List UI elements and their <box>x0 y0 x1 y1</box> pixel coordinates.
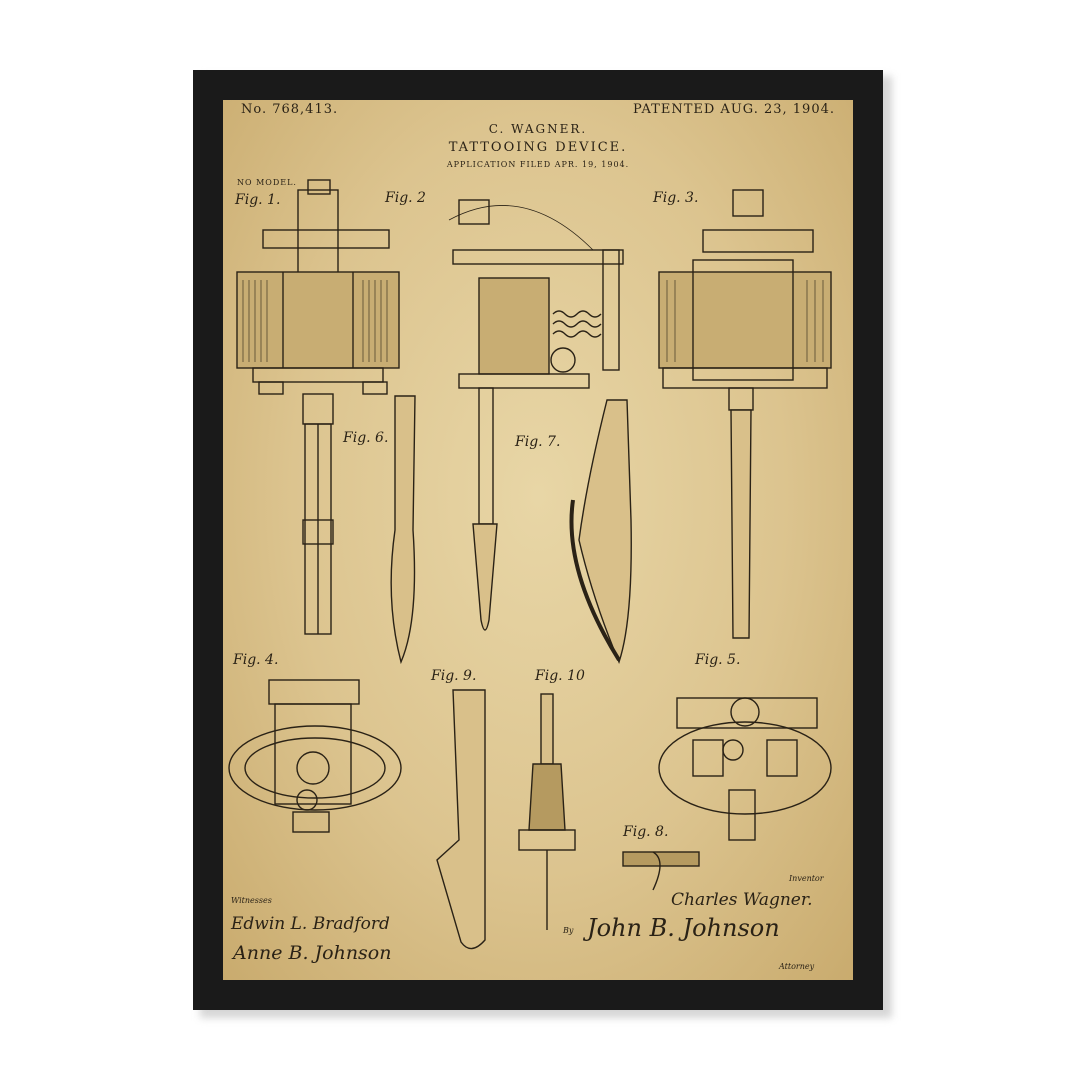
fig-2-drawing <box>448 199 624 631</box>
fig-2-label: Fig. 2 <box>385 190 426 206</box>
fig-1-label: Fig. 1. <box>235 192 281 208</box>
patented-date: PATENTED AUG. 23, 1904. <box>632 102 835 117</box>
fig-5-drawing <box>658 697 832 841</box>
fig-8-drawing <box>622 851 700 891</box>
attorney-label: Attorney <box>779 962 815 971</box>
fig-6-label: Fig. 6. <box>343 430 389 446</box>
witness-signature-1: Edwin L. Bradford <box>231 914 390 934</box>
fig-9-label: Fig. 9. <box>431 668 477 684</box>
filing-date: APPLICATION FILED APR. 19, 1904. <box>446 160 630 169</box>
by-label: By <box>563 926 574 935</box>
inventor-label: Inventor <box>789 874 824 883</box>
fig-3-drawing <box>658 189 832 639</box>
no-model-label: NO MODEL. <box>237 178 297 187</box>
fig-7-drawing <box>578 399 632 664</box>
patent-sheet: No. 768,413. PATENTED AUG. 23, 1904. C. … <box>223 100 853 980</box>
attorney-signature: John B. Johnson <box>587 914 780 942</box>
fig-1-drawing <box>236 179 400 635</box>
inventor-header: C. WAGNER. <box>488 122 588 136</box>
witness-signature-2: Anne B. Johnson <box>233 942 392 964</box>
patent-number: No. 768,413. <box>241 102 339 117</box>
fig-4-drawing <box>228 679 402 833</box>
fig-6-drawing <box>390 395 416 665</box>
patent-title: TATTOOING DEVICE. <box>448 140 628 155</box>
inventor-signature: Charles Wagner. <box>671 890 813 910</box>
picture-frame: No. 768,413. PATENTED AUG. 23, 1904. C. … <box>193 70 883 1010</box>
witnesses-label: Witnesses <box>231 896 272 905</box>
fig-9-drawing <box>436 689 486 950</box>
patent-drawings <box>228 179 832 950</box>
fig-8-label: Fig. 8. <box>623 824 669 840</box>
fig-10-label: Fig. 10 <box>535 668 585 684</box>
fig-5-label: Fig. 5. <box>695 652 741 668</box>
fig-4-label: Fig. 4. <box>233 652 279 668</box>
fig-7-label: Fig. 7. <box>515 434 561 450</box>
fig-3-label: Fig. 3. <box>653 190 699 206</box>
fig-10-drawing <box>518 693 576 930</box>
